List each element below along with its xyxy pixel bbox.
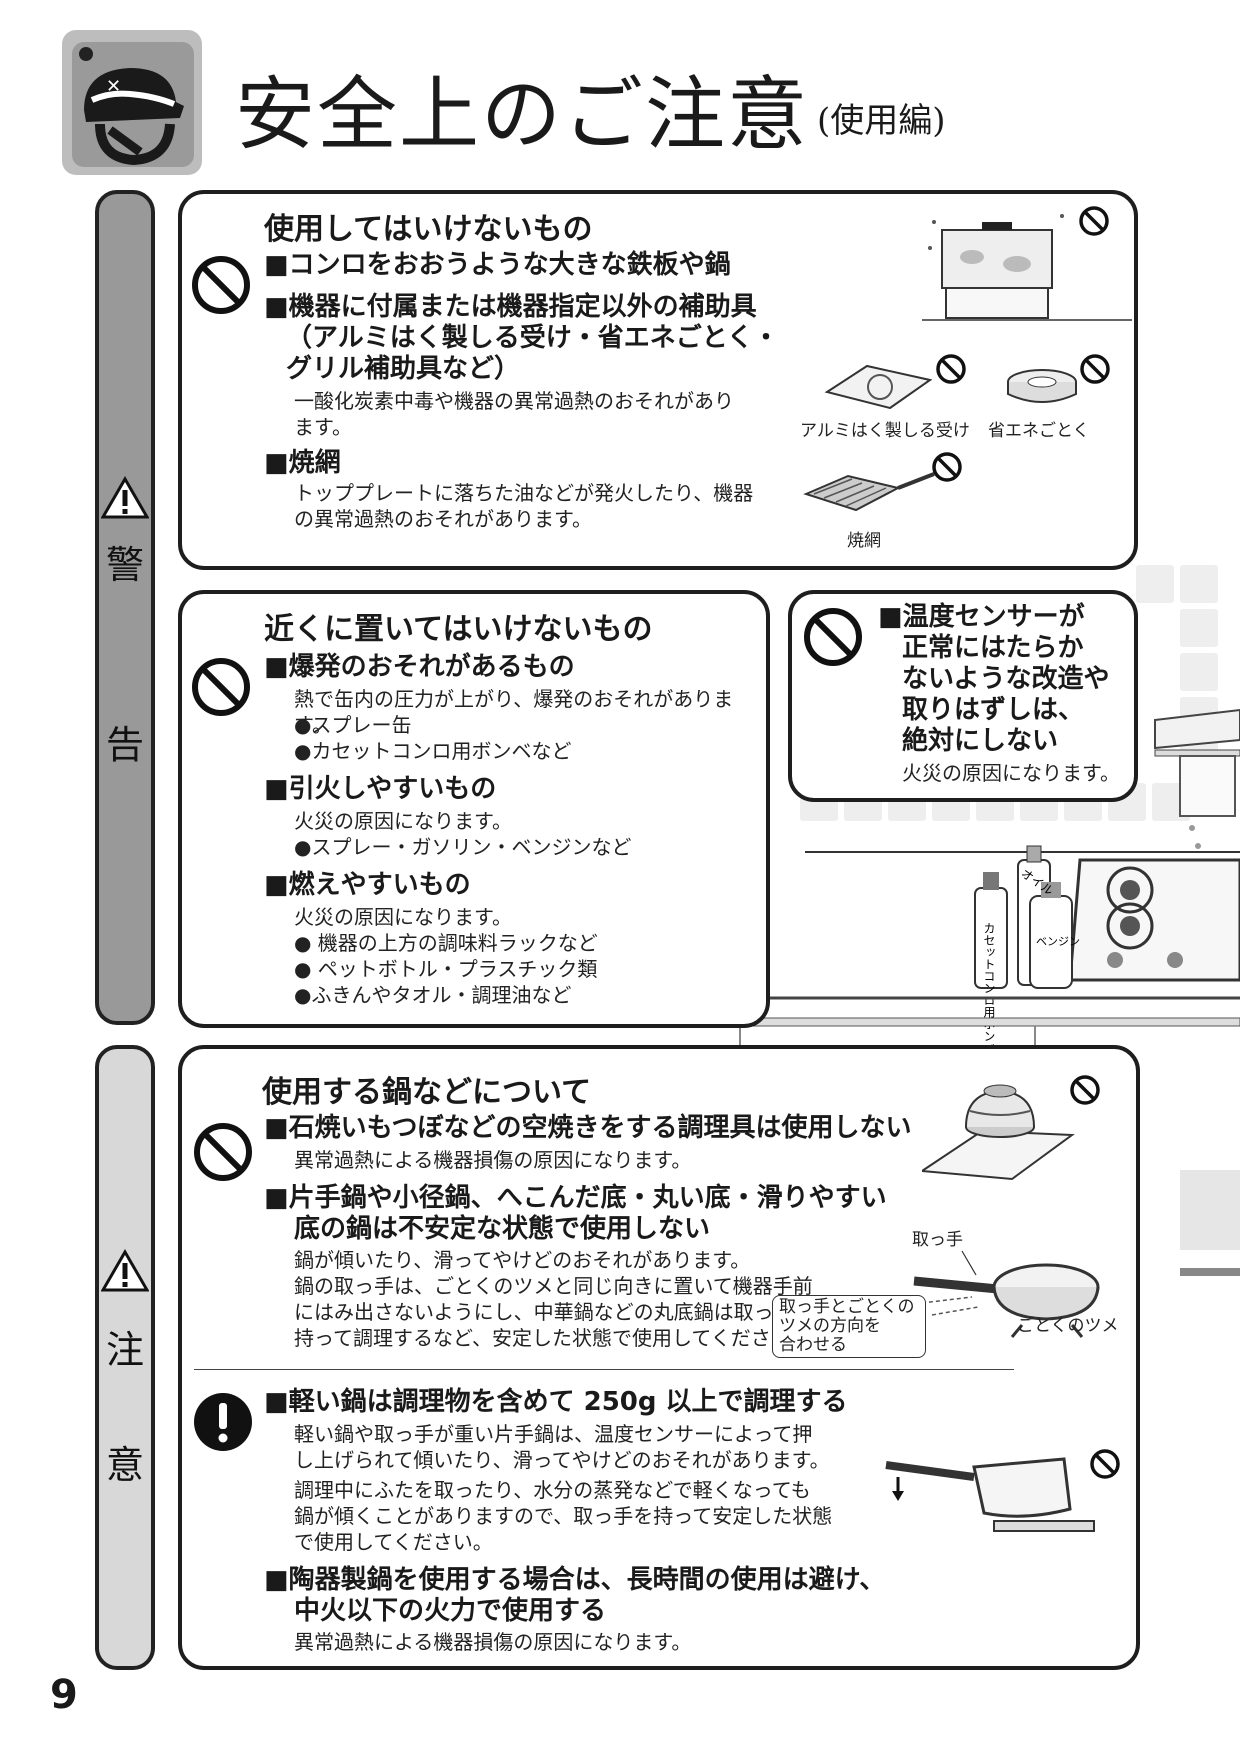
- caption-grill-net: 焼網: [847, 531, 881, 551]
- sensor-line1: ■温度センサーが: [878, 602, 1085, 632]
- warning-tab-char-1: 警: [105, 543, 144, 587]
- section-flammable: ■引火しやすいもの: [264, 774, 497, 804]
- section-flammable-line2: ●スプレー・ガソリン・ベンジンなど: [294, 835, 632, 859]
- iron-plate-illustration: [922, 214, 1132, 321]
- caution-tab-char-1: 注: [105, 1328, 144, 1372]
- panel-prohibited-use: 使用してはいけないもの ■コンロをおおうような大きな鉄板や鍋 ■機器に付属または…: [178, 190, 1138, 570]
- caption-energy-saver: 省エネごとく: [988, 421, 1090, 441]
- callout-align-handle: 取っ手とごとくの ツメの方向を 合わせる: [772, 1295, 926, 1358]
- caution-tab: 注 意: [95, 1045, 155, 1670]
- prohibition-small-icon-2: [936, 354, 966, 384]
- caption-foil-tray: アルミはく製しる受け: [800, 421, 970, 441]
- label-handle: 取っ手: [912, 1230, 963, 1250]
- prohibition-icon: [194, 1123, 252, 1181]
- sec-light-pan-note4: 鍋が傾くことがありますので、取っ手を持って安定した状態: [294, 1504, 833, 1528]
- prohibition-small-icon-4: [932, 452, 962, 482]
- section-combustible-line1: 火災の原因になります。: [294, 905, 512, 929]
- section-combustible-line2: ● 機器の上方の調味料ラックなど: [294, 931, 598, 955]
- item-grill-net: ■焼網: [264, 448, 341, 478]
- scene-label-bombe: カセットコンロ用ボンベ: [982, 922, 996, 1054]
- panel-temperature-sensor: ■温度センサーが 正常にはたらか ないような改造や 取りはずしは、 絶対にしない…: [788, 590, 1138, 802]
- prohibition-icon: [804, 608, 862, 666]
- panel-do-not-place-nearby: 近くに置いてはいけないもの ■爆発のおそれがあるもの 熱で缶内の圧力が上がり、爆…: [178, 590, 770, 1028]
- mandatory-exclamation-icon: [194, 1393, 252, 1451]
- sec-empty-heating: ■石焼いもつぼなどの空焼きをする調理具は使用しない: [264, 1113, 912, 1143]
- sec-ceramic-pan-line2: 中火以下の火力で使用する: [294, 1596, 607, 1626]
- item-grill-note-line2: の異常過熱のおそれがあります。: [294, 507, 592, 531]
- page-title: 安全上のご注意(使用編): [235, 68, 946, 161]
- section-combustible-line3: ● ペットボトル・プラスチック類: [294, 957, 598, 981]
- sensor-line4: 取りはずしは、: [902, 695, 1085, 725]
- item-accessories-note-line2: ます。: [294, 415, 352, 439]
- section-explosive-line2: ●スプレー缶: [294, 713, 412, 737]
- sec-unstable-pan-note4: 持って調理するなど、安定した状態で使用してください。: [294, 1326, 811, 1350]
- callout-line2: ツメの方向を: [779, 1316, 881, 1336]
- prohibition-small-icon-3: [1080, 354, 1110, 384]
- sec-light-pan-note5: で使用してください。: [294, 1530, 493, 1554]
- section-combustible: ■燃えやすいもの: [264, 870, 471, 900]
- caution-tab-char-2: 意: [105, 1443, 144, 1487]
- sensor-line2: 正常にはたらか: [902, 633, 1084, 663]
- warning-triangle-icon: [101, 476, 149, 519]
- item-accessories-line3: グリル補助具など）: [286, 354, 521, 384]
- callout-line1: 取っ手とごとくの: [779, 1297, 915, 1317]
- callout-line3: 合わせる: [779, 1335, 847, 1355]
- sec-ceramic-pan-line1: ■陶器製鍋を使用する場合は、長時間の使用は避け、: [264, 1565, 886, 1595]
- panel-cookware: 使用する鍋などについて ■石焼いもつぼなどの空焼きをする調理具は使用しない 異常…: [178, 1045, 1140, 1670]
- frying-pan-illustration: [913, 1250, 1100, 1338]
- sec-light-pan: ■軽い鍋は調理物を含めて 250g 以上で調理する: [264, 1387, 848, 1417]
- label-trivet-claw: ごとくのツメ: [1017, 1316, 1119, 1336]
- item-accessories-line2: （アルミはく製しる受け・省エネごとく・: [286, 323, 779, 353]
- section-flammable-line1: 火災の原因になります。: [294, 809, 512, 833]
- section-explosive-line1: 熱で缶内の圧力が上がり、爆発のおそれがあります。: [294, 687, 734, 737]
- sec-unstable-pan-note1: 鍋が傾いたり、滑ってやけどのおそれがあります。: [294, 1248, 751, 1272]
- section-explosive-line3: ●カセットコンロ用ボンベなど: [294, 739, 572, 763]
- sec-unstable-pan-note3: にはみ出さないようにし、中華鍋などの丸底鍋は取っ手を: [294, 1300, 814, 1324]
- sec-unstable-pan-note2: 鍋の取っ手は、ごとくのツメと同じ向きに置いて機器手前: [294, 1274, 813, 1298]
- sec-unstable-pan-line1: ■片手鍋や小径鍋、へこんだ底・丸い底・滑りやすい: [264, 1183, 887, 1213]
- page-number: 9: [50, 1672, 78, 1718]
- warning-tab: 警 告: [95, 190, 155, 1025]
- prohibition-small-icon: [1070, 1075, 1100, 1105]
- helmet-mark: ✕: [62, 30, 202, 175]
- section-divider: [194, 1369, 1014, 1370]
- sec-empty-heating-note: 異常過熱による機器損傷の原因になります。: [294, 1148, 692, 1172]
- panel-title: 近くに置いてはいけないもの: [264, 612, 653, 647]
- energy-saver-trivet-illustration: [1007, 369, 1077, 403]
- helmet-icon: ✕: [79, 47, 184, 166]
- light-pan-tilting-illustration: [885, 1457, 1095, 1532]
- sec-ceramic-pan-note: 異常過熱による機器損傷の原因になります。: [294, 1630, 692, 1654]
- prohibition-small-icon-2: [1090, 1449, 1120, 1479]
- prohibition-icon: [192, 658, 250, 716]
- panel-title: 使用する鍋などについて: [262, 1075, 592, 1110]
- sec-light-pan-note1: 軽い鍋や取っ手が重い片手鍋は、温度センサーによって押: [294, 1422, 813, 1446]
- item-accessories-note-line1: 一酸化炭素中毒や機器の異常過熱のおそれがあり: [294, 389, 734, 413]
- panel-title: 使用してはいけないもの: [264, 212, 593, 247]
- stone-pot-illustration: [922, 1084, 1075, 1181]
- prohibition-icon: [192, 256, 250, 314]
- sec-light-pan-note3: 調理中にふたを取ったり、水分の蒸発などで軽くなっても: [294, 1478, 811, 1502]
- foil-tray-illustration: [824, 364, 932, 410]
- caution-triangle-icon: [101, 1249, 149, 1292]
- kitchen-scene-illustration: カセットコンロ用ボンベ オイル ベンジン: [700, 708, 1240, 1320]
- item-accessories-line1: ■機器に付属または機器指定以外の補助具: [264, 292, 757, 322]
- item-grill-note-line1: トッププレートに落ちた油などが発火したり、機器: [294, 481, 754, 505]
- sensor-line3: ないような改造や: [902, 664, 1110, 694]
- sec-unstable-pan-line2: 底の鍋は不安定な状態で使用しない: [294, 1214, 711, 1244]
- warning-tab-char-2: 告: [105, 723, 144, 767]
- svg-text:✕: ✕: [106, 76, 121, 97]
- grill-net-illustration: [803, 472, 935, 512]
- sec-light-pan-note2: し上げられて傾いたり、滑ってやけどのおそれがあります。: [294, 1448, 830, 1472]
- sensor-note: 火災の原因になります。: [902, 761, 1120, 785]
- section-explosive: ■爆発のおそれがあるもの: [264, 652, 575, 682]
- item-iron-plate: ■コンロをおおうような大きな鉄板や鍋: [264, 250, 731, 280]
- prohibition-small-icon: [1079, 206, 1109, 236]
- page-subtitle: (使用編): [817, 101, 946, 141]
- sensor-line5: 絶対にしない: [902, 726, 1059, 756]
- section-combustible-line4: ●ふきんやタオル・調理油など: [294, 983, 572, 1007]
- scene-label-benzine: ベンジン: [1036, 935, 1080, 948]
